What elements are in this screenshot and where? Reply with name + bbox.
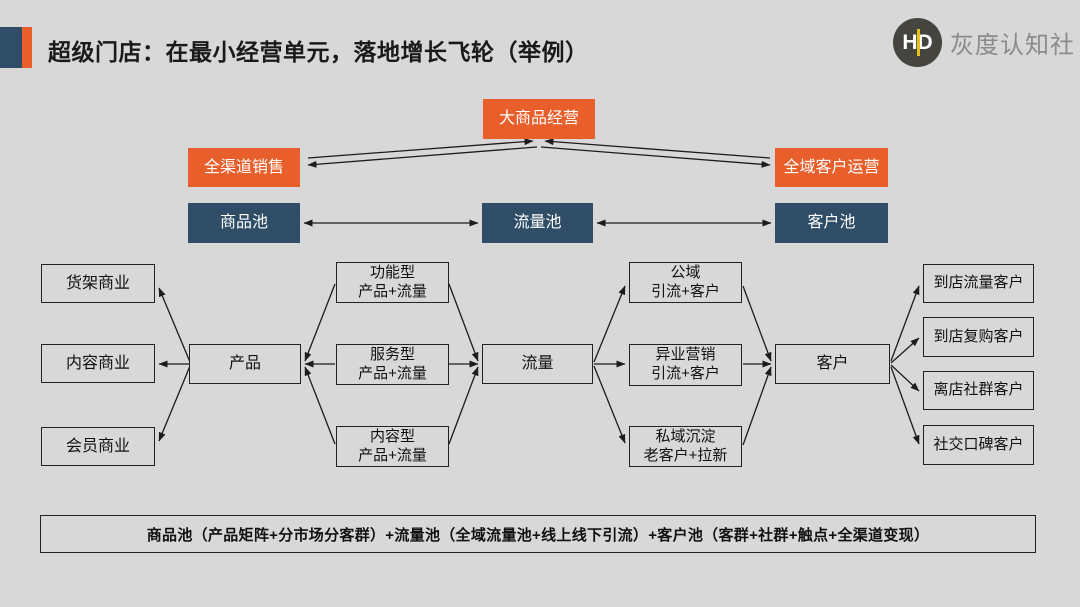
- node-functional-type: 功能型 产品+流量: [336, 262, 449, 303]
- node-member-business: 会员商业: [41, 427, 155, 466]
- node-label-line2: 引流+客户: [651, 282, 720, 300]
- node-content-type: 内容型 产品+流量: [336, 426, 449, 467]
- node-private-domain: 私域沉淀 老客户+拉新: [629, 426, 742, 467]
- node-product: 产品: [189, 344, 301, 384]
- node-customer: 客户: [775, 344, 890, 384]
- node-customer-pool: 客户池: [775, 203, 888, 243]
- node-label-line1: 服务型: [369, 345, 415, 363]
- node-omnidomain-customer-ops: 全域客户运营: [775, 148, 888, 187]
- node-label-line2: 产品+流量: [358, 364, 427, 382]
- node-offstore-community-customer: 离店社群客户: [923, 371, 1034, 410]
- node-label-line1: 内容型: [369, 427, 415, 445]
- node-hub-big-merchandising: 大商品经营: [483, 99, 595, 139]
- node-instore-traffic-customer: 到店流量客户: [923, 264, 1034, 303]
- title-marker-orange: [22, 27, 32, 68]
- node-label-line1: 私域沉淀: [655, 427, 716, 445]
- node-public-domain: 公域 引流+客户: [629, 262, 742, 303]
- node-cross-industry-marketing: 异业营销 引流+客户: [629, 344, 742, 386]
- node-label-line1: 公域: [670, 263, 701, 281]
- node-label-line2: 老客户+拉新: [643, 446, 728, 464]
- node-label-line1: 功能型: [369, 263, 415, 281]
- footer-formula: 商品池（产品矩阵+分市场分客群）+流量池（全域流量池+线上线下引流）+客户池（客…: [40, 515, 1036, 553]
- title-marker-navy: [0, 27, 22, 68]
- node-label-line2: 产品+流量: [358, 446, 427, 464]
- brand-name: 灰度认知社: [950, 32, 1075, 59]
- hd-logo-icon: HD: [893, 18, 942, 67]
- node-social-wom-customer: 社交口碑客户: [923, 425, 1034, 465]
- node-label-line2: 产品+流量: [358, 282, 427, 300]
- brand-logo: HD 灰度认知社: [893, 18, 1075, 67]
- node-traffic: 流量: [482, 344, 593, 384]
- node-product-pool: 商品池: [188, 203, 300, 243]
- node-shelf-business: 货架商业: [41, 264, 155, 303]
- node-service-type: 服务型 产品+流量: [336, 344, 449, 385]
- node-instore-repurchase-customer: 到店复购客户: [923, 317, 1034, 357]
- node-content-business: 内容商业: [41, 344, 155, 383]
- node-label-line1: 异业营销: [655, 346, 716, 364]
- page-title: 超级门店：在最小经营单元，落地增长飞轮（举例）: [48, 39, 589, 65]
- node-label-line2: 引流+客户: [651, 365, 720, 382]
- node-omnichannel-sales: 全渠道销售: [188, 148, 300, 187]
- node-traffic-pool: 流量池: [482, 203, 593, 243]
- logo-yellow-stripe: [917, 29, 920, 56]
